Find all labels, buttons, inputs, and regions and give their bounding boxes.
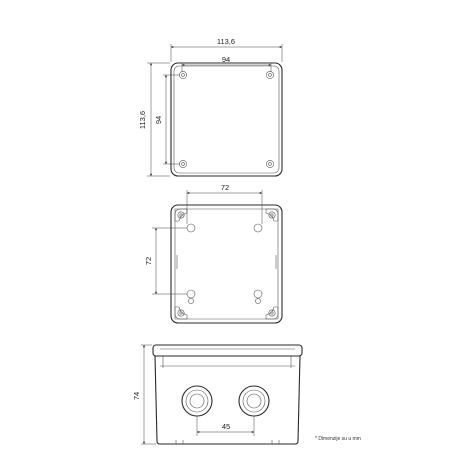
dim-label-side-height: 74 [132, 392, 141, 400]
mounting-hole-top-left [186, 223, 196, 233]
dim-side-height: 74 [132, 344, 156, 445]
top-view-lid-edge [173, 65, 280, 174]
top-view-outer-body [170, 62, 283, 177]
mounting-holes [186, 223, 263, 304]
mounting-hole-bottom-right [253, 289, 263, 299]
mounting-view-inner-edge [174, 208, 279, 320]
dim-top-outer-height: 113,6 [138, 62, 170, 177]
dim-label-knockout-spacing: 45 [222, 422, 230, 431]
dim-label-outer-width: 113,6 [217, 37, 235, 46]
dim-hole-spacing-x: 72 [186, 183, 263, 224]
screw-bottom-right [266, 160, 274, 168]
dim-top-outer-width: 113,6 [170, 37, 283, 62]
dimensions-note: * Dimenzije su u mm [315, 436, 361, 442]
mounting-view-outer-body [170, 204, 283, 324]
screw-bottom-left [179, 160, 187, 168]
dim-top-inner-width: 94 [181, 55, 272, 72]
dim-top-inner-height: 94 [154, 74, 180, 165]
dim-label-inner-width: 94 [222, 55, 230, 64]
screw-top-right [266, 71, 274, 79]
dim-label-hole-spacing-x: 72 [221, 183, 229, 192]
side-view-lid [152, 344, 303, 357]
screw-top-left [179, 71, 187, 79]
side-view-knockout-left [181, 385, 213, 417]
mounting-corner-lugs [174, 208, 279, 320]
mounting-hole-top-right [253, 223, 263, 233]
side-view-knockout-right [238, 385, 270, 417]
mounting-view: 72 72 [144, 183, 283, 324]
side-view-body [154, 355, 301, 445]
top-view-screws [179, 71, 274, 168]
dim-label-inner-height: 94 [154, 116, 163, 124]
dim-knockout-spacing: 45 [196, 416, 255, 436]
dim-hole-spacing-y: 72 [144, 227, 187, 295]
mounting-hole-bottom-left [186, 289, 196, 299]
top-view: 113,6 94 113,6 94 [138, 37, 283, 177]
side-view: 74 45 [132, 344, 303, 445]
dim-label-outer-height: 113,6 [138, 111, 147, 129]
dim-label-hole-spacing-y: 72 [144, 257, 153, 265]
